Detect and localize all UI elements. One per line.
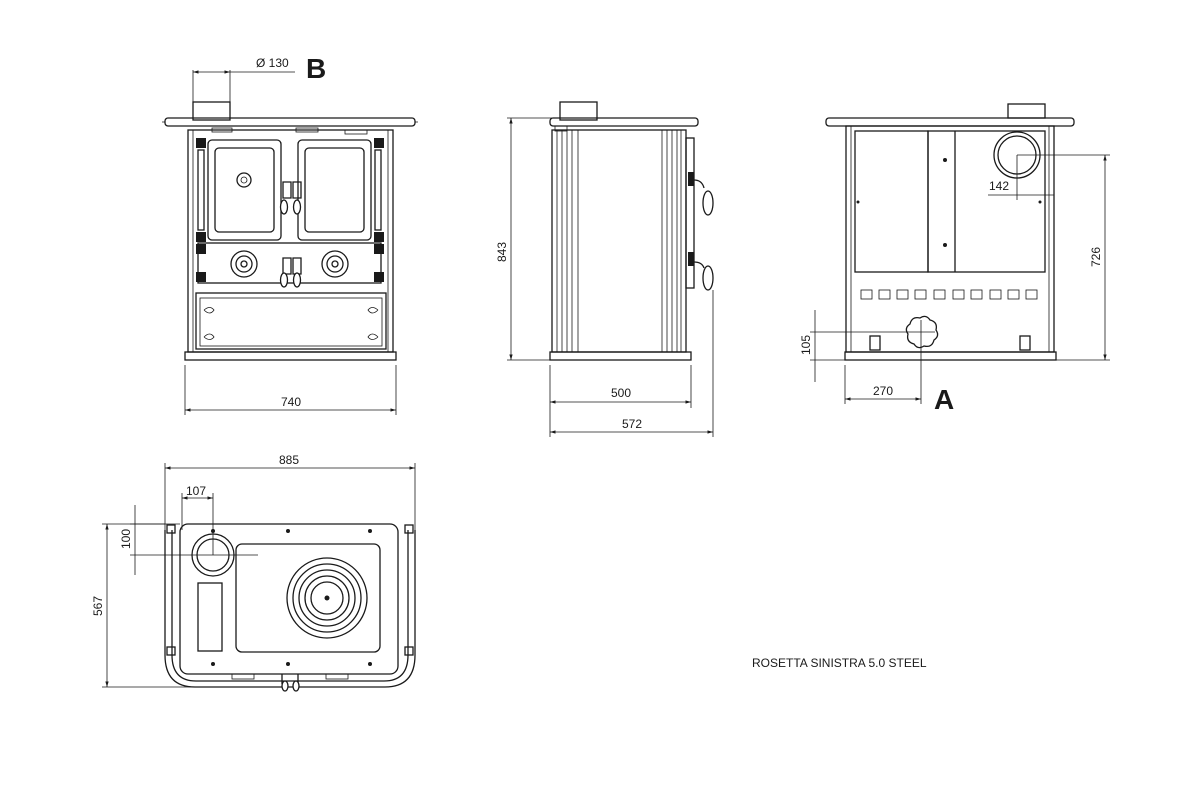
dim-top-width: 885 [279, 453, 299, 467]
top-view [164, 523, 416, 692]
dim-rear-inlet-height: 105 [799, 335, 813, 355]
dim-rear-flue-height: 726 [1089, 247, 1103, 267]
dim-top-flue-offset-y: 100 [119, 529, 133, 549]
top-dimensions: 885 107 100 567 [91, 453, 416, 688]
rear-view [825, 103, 1075, 361]
side-view [549, 101, 714, 361]
side-dimensions: 843 500 572 [495, 117, 714, 437]
dim-side-depth-total: 572 [622, 417, 642, 431]
dim-rear-flue-offset: 142 [989, 179, 1009, 193]
rear-dimensions: 726 142 105 270 A [799, 154, 1110, 415]
dim-side-depth-body: 500 [611, 386, 631, 400]
dim-top-depth: 567 [91, 596, 105, 616]
front-dimensions: Ø 130 B 740 [184, 53, 397, 415]
dim-front-width: 740 [281, 395, 301, 409]
dim-rear-inlet-offset: 270 [873, 384, 893, 398]
dim-height-total: 843 [495, 242, 509, 262]
rear-vents [860, 289, 1038, 300]
diagram-caption: ROSETTA SINISTRA 5.0 STEEL [752, 656, 927, 670]
label-outlet-b: B [306, 53, 326, 84]
dim-flue-diameter: Ø 130 [256, 56, 289, 70]
front-view [162, 101, 418, 361]
hotplate-rings [286, 557, 368, 639]
dim-top-flue-offset-x: 107 [186, 484, 206, 498]
rosette-left [230, 250, 258, 278]
rosette-right [321, 250, 349, 278]
label-outlet-a: A [934, 384, 954, 415]
